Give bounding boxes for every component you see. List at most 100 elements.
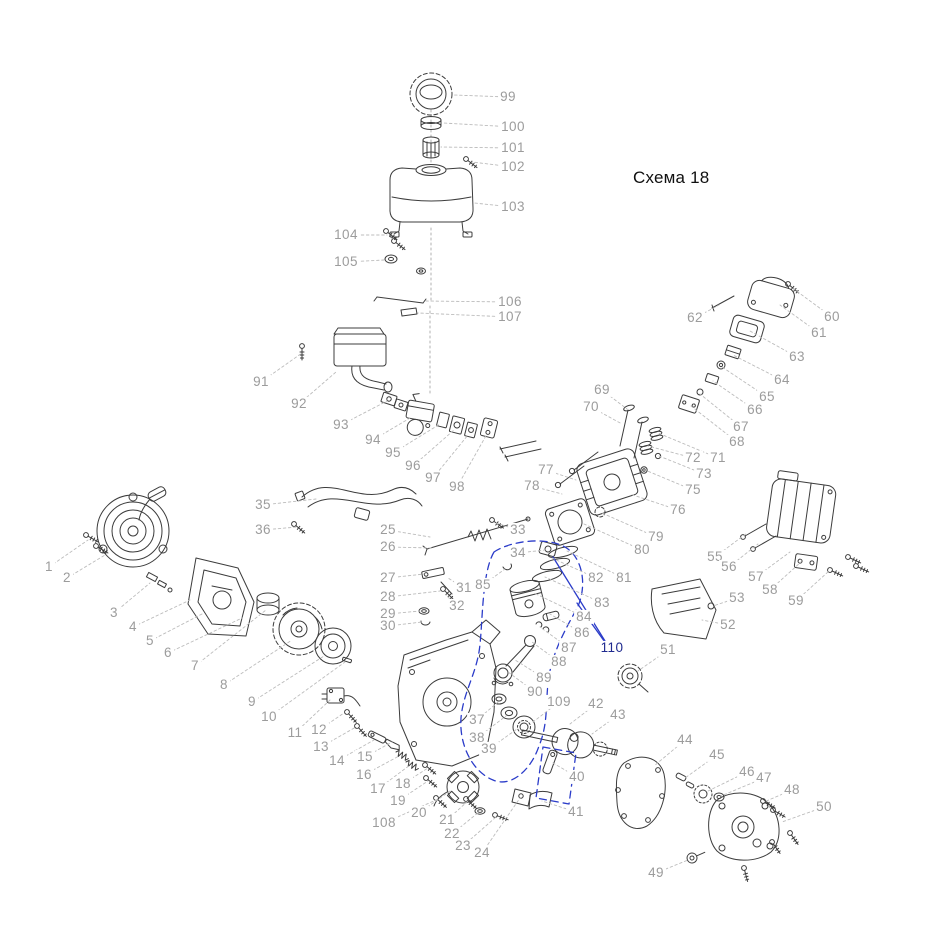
heat-shield bbox=[650, 578, 717, 640]
part-label-32: 32 bbox=[447, 597, 467, 614]
part-label-16: 16 bbox=[354, 766, 374, 783]
part-label-40: 40 bbox=[567, 768, 587, 785]
part-label-3: 3 bbox=[108, 604, 120, 621]
diagram-title: Схема 18 bbox=[633, 168, 710, 187]
part-label-24: 24 bbox=[472, 844, 492, 861]
starter-cup bbox=[256, 592, 280, 616]
carburetor bbox=[405, 393, 435, 436]
part-label-35: 35 bbox=[253, 496, 273, 513]
part-label-88: 88 bbox=[549, 653, 569, 670]
part-label-97: 97 bbox=[423, 469, 443, 486]
part-label-4: 4 bbox=[127, 618, 139, 635]
part-label-33: 33 bbox=[508, 521, 528, 538]
part-label-11: 11 bbox=[285, 724, 305, 741]
muffler bbox=[766, 470, 837, 544]
part-label-70: 70 bbox=[581, 398, 601, 415]
part-label-41: 41 bbox=[566, 803, 586, 820]
brake-levers bbox=[367, 730, 400, 751]
throttle-rod bbox=[373, 296, 427, 317]
part-label-99: 99 bbox=[498, 88, 518, 105]
part-label-48: 48 bbox=[782, 781, 802, 798]
part-label-57: 57 bbox=[746, 568, 766, 585]
part-label-60: 60 bbox=[822, 308, 842, 325]
part-label-64: 64 bbox=[772, 371, 792, 388]
part-label-53: 53 bbox=[727, 589, 747, 606]
part-label-52: 52 bbox=[718, 616, 738, 633]
part-label-49: 49 bbox=[646, 864, 666, 881]
part-label-19: 19 bbox=[388, 792, 408, 809]
part-label-26: 26 bbox=[378, 538, 398, 555]
pin-clips bbox=[535, 621, 550, 633]
tank-grommets bbox=[384, 254, 426, 275]
part-label-108: 108 bbox=[370, 814, 398, 831]
part-label-51: 51 bbox=[658, 641, 678, 658]
part-label-36: 36 bbox=[253, 521, 273, 538]
part-label-72: 72 bbox=[683, 449, 703, 466]
muffler-bolts bbox=[740, 523, 871, 579]
cover-gasket bbox=[615, 756, 666, 829]
part-label-101: 101 bbox=[499, 139, 527, 156]
part-label-43: 43 bbox=[608, 706, 628, 723]
part-label-79: 79 bbox=[646, 528, 666, 545]
oil-dipstick bbox=[686, 851, 706, 864]
part-label-50: 50 bbox=[814, 798, 834, 815]
part-label-56: 56 bbox=[719, 558, 739, 575]
part-label-106: 106 bbox=[496, 293, 524, 310]
wire-clamp bbox=[511, 788, 532, 807]
valve-keeper bbox=[594, 506, 606, 518]
part-label-25: 25 bbox=[378, 521, 398, 538]
part-label-103: 103 bbox=[499, 198, 527, 215]
part-label-87: 87 bbox=[559, 639, 579, 656]
intake-spacers bbox=[436, 411, 499, 439]
part-label-7: 7 bbox=[189, 657, 201, 674]
part-label-94: 94 bbox=[363, 431, 383, 448]
cylinder-head bbox=[576, 448, 648, 516]
part-label-59: 59 bbox=[786, 592, 806, 609]
part-label-76: 76 bbox=[668, 501, 688, 518]
part-label-10: 10 bbox=[259, 708, 279, 725]
part-label-81: 81 bbox=[614, 569, 634, 586]
part-label-98: 98 bbox=[447, 478, 467, 495]
part-label-29: 29 bbox=[378, 605, 398, 622]
part-label-80: 80 bbox=[632, 541, 652, 558]
part-label-45: 45 bbox=[707, 746, 727, 763]
piston bbox=[509, 579, 546, 618]
part-label-34: 34 bbox=[508, 544, 528, 561]
part-label-42: 42 bbox=[586, 695, 606, 712]
valve-cover-gasket bbox=[729, 314, 765, 344]
piston-clip bbox=[502, 563, 512, 571]
part-label-46: 46 bbox=[737, 763, 757, 780]
air-cleaner bbox=[333, 327, 393, 393]
part-label-109: 109 bbox=[545, 693, 573, 710]
part-label-18: 18 bbox=[393, 775, 413, 792]
part-label-30: 30 bbox=[378, 617, 398, 634]
part-label-67: 67 bbox=[731, 418, 751, 435]
part-label-20: 20 bbox=[409, 804, 429, 821]
ignition-cables bbox=[294, 486, 423, 521]
part-label-69: 69 bbox=[592, 381, 612, 398]
part-label-63: 63 bbox=[787, 348, 807, 365]
intake-studs bbox=[499, 440, 542, 462]
part-label-12: 12 bbox=[309, 721, 329, 738]
part-label-6: 6 bbox=[162, 644, 174, 661]
muffler-flange bbox=[793, 553, 819, 571]
part-label-62: 62 bbox=[685, 309, 705, 326]
part-label-65: 65 bbox=[757, 388, 777, 405]
part-label-38: 38 bbox=[467, 729, 487, 746]
part-label-66: 66 bbox=[745, 401, 765, 418]
starter-pawls bbox=[145, 571, 173, 593]
part-label-93: 93 bbox=[331, 416, 351, 433]
part-label-21: 21 bbox=[437, 811, 457, 828]
fuel-tank bbox=[389, 164, 474, 238]
part-label-22: 22 bbox=[442, 825, 462, 842]
part-label-105: 105 bbox=[332, 253, 360, 270]
part-label-82: 82 bbox=[586, 569, 606, 586]
part-label-28: 28 bbox=[378, 588, 398, 605]
valve-springs bbox=[638, 426, 664, 455]
part-label-85: 85 bbox=[473, 576, 493, 593]
ignition-coil bbox=[321, 687, 361, 707]
part-label-37: 37 bbox=[467, 711, 487, 728]
fan-housing bbox=[187, 557, 255, 637]
part-label-107: 107 bbox=[496, 308, 524, 325]
